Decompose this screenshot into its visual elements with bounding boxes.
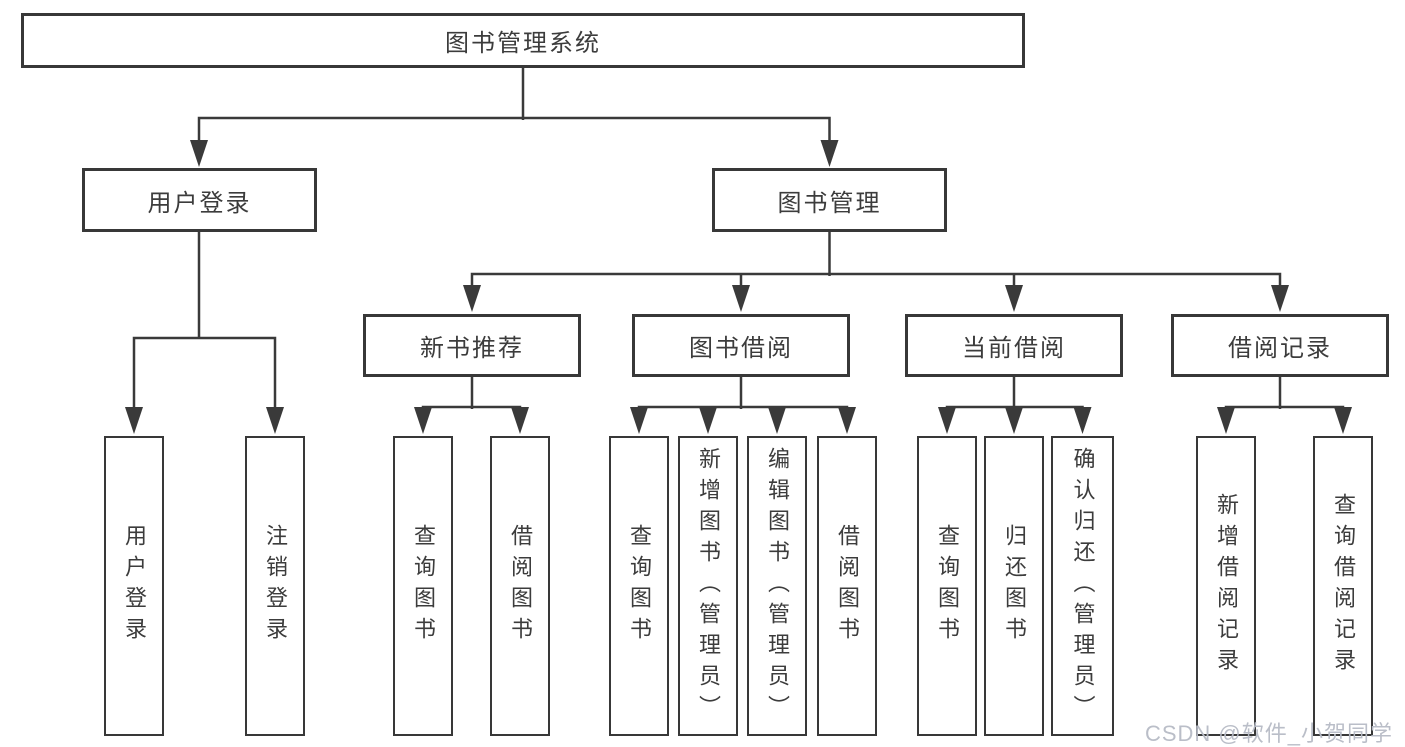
node-root-library-system: 图书管理系统 [21, 13, 1025, 68]
arrowhead-icon [266, 407, 284, 434]
node-label: 查询借阅记录 [1331, 493, 1356, 679]
node-label: 新增借阅记录 [1214, 493, 1239, 679]
connector-book-mgmt-branch [470, 272, 1282, 294]
csdn-watermark: CSDN @软件_小贺同学 [1144, 721, 1393, 746]
node-label: 归还图书 [1002, 524, 1027, 648]
node-label: 当前借阅 [962, 335, 1066, 362]
leaf-add-book-admin: 新增图书（管理员） [678, 436, 738, 736]
node-label: 查询图书 [627, 524, 652, 648]
node-label: 查询图书 [935, 524, 960, 648]
node-label: 查询图书 [411, 524, 436, 648]
arrowhead-icon [732, 285, 750, 312]
leaf-query-books-current: 查询图书 [917, 436, 977, 736]
node-label: 用户登录 [147, 189, 252, 217]
node-label: 用户登录 [122, 524, 147, 648]
arrowhead-icon [1005, 285, 1023, 312]
arrowhead-icon [125, 407, 143, 434]
node-label: 图书管理 [777, 189, 882, 217]
leaf-query-borrow-record: 查询借阅记录 [1313, 436, 1373, 736]
node-label: 借阅图书 [835, 524, 860, 648]
node-borrow-records: 借阅记录 [1171, 314, 1389, 377]
node-new-book-recommend: 新书推荐 [363, 314, 581, 377]
node-user-login: 用户登录 [82, 168, 317, 232]
leaf-user-login: 用户登录 [104, 436, 164, 736]
node-label: 新增图书（管理员） [696, 446, 721, 726]
arrowhead-icon [768, 407, 786, 434]
arrowhead-icon [1271, 285, 1289, 312]
arrowhead-icon [190, 140, 208, 167]
arrowhead-icon [414, 407, 432, 434]
connector-root-branch [197, 116, 831, 148]
leaf-return-books: 归还图书 [984, 436, 1044, 736]
node-current-borrow: 当前借阅 [905, 314, 1123, 377]
leaf-borrow-books-recommend: 借阅图书 [490, 436, 550, 736]
node-label: 图书管理系统 [445, 30, 601, 57]
leaf-borrow-books: 借阅图书 [817, 436, 877, 736]
arrowhead-icon [511, 407, 529, 434]
arrowhead-icon [838, 407, 856, 434]
node-label: 借阅图书 [508, 524, 533, 648]
leaf-add-borrow-record: 新增借阅记录 [1196, 436, 1256, 736]
leaf-query-books-borrow: 查询图书 [609, 436, 669, 736]
node-label: 确认归还（管理员） [1070, 446, 1096, 726]
leaf-confirm-return-admin: 确认归还（管理员） [1051, 436, 1114, 736]
arrowhead-icon [630, 407, 648, 434]
arrowhead-icon [820, 140, 839, 167]
arrowhead-icon [1005, 407, 1023, 434]
arrowhead-icon [699, 407, 717, 434]
arrowhead-icon [1217, 407, 1235, 434]
node-label: 注销登录 [263, 524, 288, 648]
connector-user-login-branch [132, 232, 277, 416]
node-book-borrow: 图书借阅 [632, 314, 850, 377]
arrowhead-icon [938, 407, 956, 434]
arrowhead-icon [1334, 407, 1352, 434]
connector-borrow-record-branch [1224, 405, 1345, 416]
node-book-management: 图书管理 [712, 168, 947, 232]
leaf-query-books-recommend: 查询图书 [393, 436, 453, 736]
arrowhead-icon [463, 285, 481, 312]
node-label: 新书推荐 [420, 335, 524, 362]
node-label: 编辑图书（管理员） [765, 446, 790, 726]
leaf-edit-book-admin: 编辑图书（管理员） [747, 436, 807, 736]
connector-book-borrow-branch [637, 405, 849, 416]
node-label: 图书借阅 [689, 335, 793, 362]
node-label: 借阅记录 [1228, 335, 1332, 362]
arrowhead-icon [1073, 407, 1092, 434]
arrowheads [125, 140, 1352, 434]
leaf-logout: 注销登录 [245, 436, 305, 736]
connector-level3-drops [470, 377, 1282, 409]
